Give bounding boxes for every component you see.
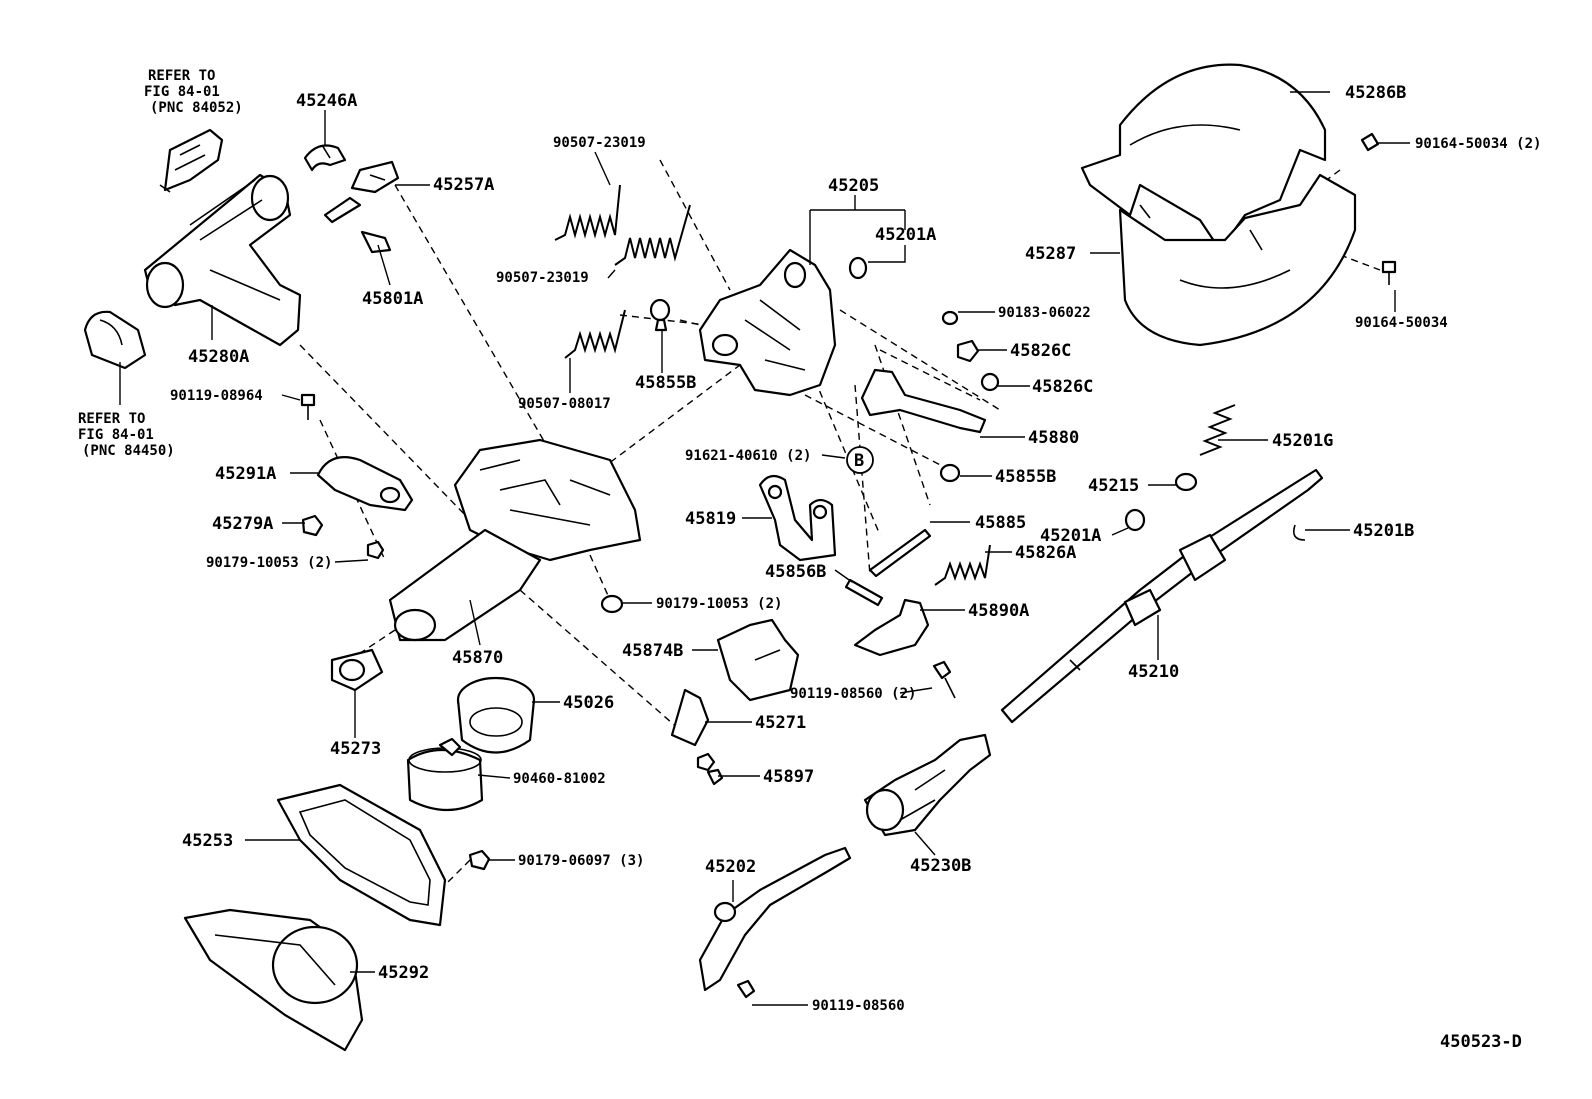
label-45819: 45819 xyxy=(685,509,736,529)
label-45201A-lower: 45201A xyxy=(1040,526,1101,546)
part-45874B-bracket xyxy=(716,618,800,702)
label-45897: 45897 xyxy=(763,767,814,787)
part-45291A-bracket xyxy=(316,456,414,512)
part-45230B-universal-joint xyxy=(863,733,992,837)
label-90164-50034-pair: 90164-50034 (2) xyxy=(1415,136,1541,152)
refer-left-line-3: (PNC 84450) xyxy=(82,443,175,459)
part-45201B-clip xyxy=(1292,524,1306,541)
refer-top-line-2: FIG 84-01 xyxy=(144,84,220,100)
leader-lines xyxy=(119,91,1410,1006)
label-45026: 45026 xyxy=(563,693,614,713)
part-45273-bushing xyxy=(330,648,384,692)
part-45210-main-shaft xyxy=(1000,468,1324,724)
part-45292-dust-cover xyxy=(183,908,364,1052)
label-90119-08964: 90119-08964 xyxy=(170,388,263,404)
part-screws-90164 xyxy=(1360,132,1397,285)
part-45880-lever xyxy=(860,368,987,434)
part-45870-column-housing xyxy=(388,438,642,642)
label-90460-81002: 90460-81002 xyxy=(513,771,606,787)
part-number-labels: REFER TO FIG 84-01 (PNC 84052) REFER TO … xyxy=(78,68,1541,1052)
part-45801A-clip xyxy=(360,230,392,254)
part-90179-06097-nut xyxy=(468,849,491,871)
label-45279A: 45279A xyxy=(212,514,273,534)
part-45856B-pin xyxy=(844,578,884,607)
label-45202: 45202 xyxy=(705,857,756,877)
label-45230B: 45230B xyxy=(910,856,971,876)
label-45826C-upper: 45826C xyxy=(1010,341,1071,361)
label-45215: 45215 xyxy=(1088,476,1139,496)
label-45880: 45880 xyxy=(1028,428,1079,448)
figure-id: 450523-D xyxy=(1440,1032,1522,1052)
part-90460-81002-clamp xyxy=(406,737,484,811)
label-45253: 45253 xyxy=(182,831,233,851)
label-45273: 45273 xyxy=(330,739,381,759)
part-45271-clip xyxy=(670,688,710,747)
part-45890A-lever xyxy=(853,598,930,657)
label-90179-06097: 90179-06097 (3) xyxy=(518,853,644,869)
part-switch-84450 xyxy=(83,310,147,370)
label-45801A: 45801A xyxy=(362,289,423,309)
label-45246A: 45246A xyxy=(296,91,357,111)
label-90507-08017: 90507-08017 xyxy=(518,396,611,412)
part-90119-08560-bolt-pair xyxy=(932,660,956,699)
label-45205: 45205 xyxy=(828,176,879,196)
part-connector-84052 xyxy=(159,128,224,193)
label-circle-b: B xyxy=(854,451,864,471)
part-45819-bracket xyxy=(758,474,837,562)
part-45257A-bracket xyxy=(323,160,400,224)
label-45874B: 45874B xyxy=(622,641,683,661)
part-45885-rod xyxy=(868,528,932,578)
refer-left-line-1: REFER TO xyxy=(78,411,145,427)
label-90119-08560-pair: 90119-08560 (2) xyxy=(790,686,916,702)
label-45287: 45287 xyxy=(1025,244,1076,264)
label-90507-23019-top: 90507-23019 xyxy=(553,135,646,151)
label-45291A: 45291A xyxy=(215,464,276,484)
part-45205-tilt-assembly xyxy=(698,248,868,397)
label-45286B: 45286B xyxy=(1345,83,1406,103)
refer-top-line-3: (PNC 84052) xyxy=(150,100,243,116)
label-90119-08560: 90119-08560 xyxy=(812,998,905,1014)
label-90507-23019-mid: 90507-23019 xyxy=(496,270,589,286)
label-45201G: 45201G xyxy=(1272,431,1333,451)
label-45890A: 45890A xyxy=(968,601,1029,621)
part-45280A-upper-bracket xyxy=(143,173,302,347)
label-90179-10053-center: 90179-10053 (2) xyxy=(656,596,782,612)
part-nuts-right xyxy=(939,310,1000,483)
label-45826C-lower: 45826C xyxy=(1032,377,1093,397)
assembly-dashed-lines xyxy=(299,159,1381,901)
part-washers-45215-45201A xyxy=(1124,472,1198,532)
label-45210: 45210 xyxy=(1128,662,1179,682)
part-45202-intermediate-shaft xyxy=(698,846,852,999)
label-91621-40610: 91621-40610 (2) xyxy=(685,448,811,464)
part-nuts-left xyxy=(300,393,624,614)
part-45026-boot xyxy=(456,676,536,754)
label-45856B: 45856B xyxy=(765,562,826,582)
label-45826A: 45826A xyxy=(1015,543,1076,563)
label-45257A: 45257A xyxy=(433,175,494,195)
label-90179-10053-left: 90179-10053 (2) xyxy=(206,555,332,571)
label-45292: 45292 xyxy=(378,963,429,983)
part-45246A-clip xyxy=(303,144,347,172)
callout-circle-b xyxy=(846,446,874,474)
part-45253-gasket xyxy=(276,783,447,927)
part-springs xyxy=(554,184,1236,586)
label-45870: 45870 xyxy=(452,648,503,668)
part-45897-bolt xyxy=(696,752,724,786)
label-45855B-upper: 45855B xyxy=(635,373,696,393)
label-45885: 45885 xyxy=(975,513,1026,533)
label-45855B-lower: 45855B xyxy=(995,467,1056,487)
label-45280A: 45280A xyxy=(188,347,249,367)
label-45201A-upper: 45201A xyxy=(875,225,936,245)
refer-top-line-1: REFER TO xyxy=(148,68,215,84)
label-45201B: 45201B xyxy=(1353,521,1414,541)
label-45271: 45271 xyxy=(755,713,806,733)
refer-left-line-2: FIG 84-01 xyxy=(78,427,154,443)
part-45287-lower-cover xyxy=(1118,173,1357,347)
part-45855B-bolt-upper xyxy=(649,298,671,332)
label-90164-50034: 90164-50034 xyxy=(1355,315,1448,331)
label-90183-06022: 90183-06022 xyxy=(998,305,1091,321)
